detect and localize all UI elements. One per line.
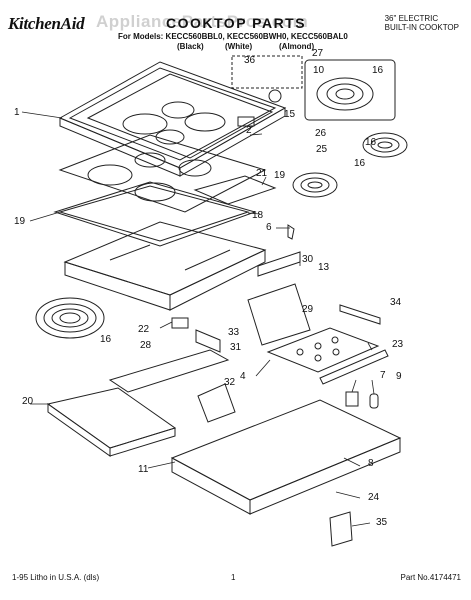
callout: 4: [240, 371, 246, 382]
connector-part: [171, 317, 189, 329]
callout: 6: [266, 222, 272, 233]
burner-box-part: [63, 221, 267, 311]
bracket-30: [257, 251, 301, 277]
bracket-33: [195, 329, 221, 353]
callout: 33: [228, 327, 240, 338]
callout: 27: [312, 48, 324, 59]
gasket-part: [53, 175, 277, 247]
page-title: COOKTOP PARTS: [166, 15, 307, 31]
callout: 20: [22, 396, 34, 407]
appliance-type-line2: BUILT-IN COOKTOP: [384, 23, 459, 32]
callout: 11: [138, 464, 149, 475]
knob-part: [268, 89, 282, 103]
terminal-block-part: [287, 224, 295, 240]
leader-lines: [21, 111, 375, 527]
bracket-32: [197, 383, 236, 423]
glass-cooktop-part: [86, 73, 274, 159]
callout: 36: [244, 55, 256, 66]
callout: 16: [100, 334, 112, 345]
callout: 23: [392, 339, 404, 350]
callout: 28: [140, 340, 152, 351]
callout: 1: [14, 107, 20, 118]
appliance-type-line1: 36" ELECTRIC: [384, 14, 439, 23]
callout-labels: 36 27 10 16 1 15 2 26 25 16 16 21 19 19 …: [14, 48, 404, 528]
bracket-29: [247, 283, 311, 346]
appliance-type: 36" ELECTRIC BUILT-IN COOKTOP: [385, 14, 459, 32]
callout: 9: [396, 371, 402, 382]
callout: 8: [368, 458, 374, 469]
page-number: 1: [231, 573, 236, 582]
rail-23: [319, 349, 389, 385]
callout: 25: [316, 144, 328, 155]
glass-panel-part: [58, 134, 267, 213]
callout: 24: [368, 492, 380, 503]
bracket-31: [108, 349, 230, 393]
cooktop-frame-part: [58, 61, 287, 177]
callout: 15: [284, 109, 296, 120]
part-number: Part No.4174471: [400, 573, 462, 582]
color-almond: (Almond): [279, 42, 315, 51]
callout: 16: [372, 65, 384, 76]
callout: 35: [376, 517, 388, 528]
watermark: AppliancePartsPros.com: [96, 12, 309, 31]
knob-9: [369, 393, 379, 409]
callout: 10: [313, 65, 325, 76]
callout: 19: [14, 216, 26, 227]
callout: 29: [302, 304, 314, 315]
tray-20: [46, 387, 177, 457]
callout: 7: [380, 370, 386, 381]
callout: 16: [365, 137, 377, 148]
switch-assembly-part: [231, 55, 303, 89]
print-info: 1-95 Litho in U.S.A. (dls): [12, 573, 100, 582]
callout: 32: [224, 377, 236, 388]
callout: 18: [252, 210, 264, 221]
switch-7: [345, 391, 359, 407]
bracket-35: [329, 511, 353, 547]
callout: 2: [246, 125, 252, 136]
callout: 16: [354, 158, 366, 169]
callout: 30: [302, 254, 314, 265]
color-white: (White): [225, 42, 253, 51]
callout: 21: [256, 168, 268, 179]
model-numbers: For Models: KECC560BBL0, KECC560BWH0, KE…: [118, 32, 348, 41]
callout: 31: [230, 342, 242, 353]
color-black: (Black): [177, 42, 204, 51]
burner-element-group: [292, 59, 408, 198]
base-box-part: [170, 399, 402, 515]
trim-strip-34: [339, 304, 381, 325]
callout: 19: [274, 170, 286, 181]
callout: 22: [138, 324, 150, 335]
burner-element-left: [35, 297, 105, 339]
control-panel-part: [266, 327, 380, 373]
callout: 13: [318, 262, 330, 273]
callout: 34: [390, 297, 402, 308]
callout: 26: [315, 128, 327, 139]
brand-logo: KitchenAid: [8, 14, 85, 33]
